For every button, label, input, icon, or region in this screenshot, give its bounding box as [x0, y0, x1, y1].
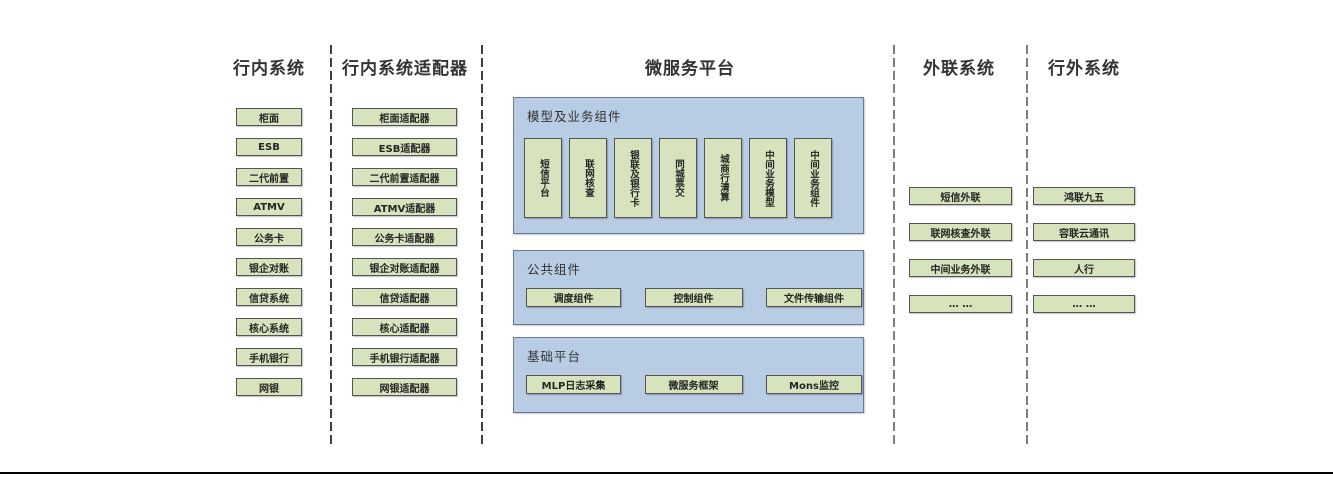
- model-component-box: 同城票交: [659, 138, 697, 218]
- model-component-box: 联网核查: [569, 138, 607, 218]
- outside-system-box: 鸿联九五: [1033, 187, 1135, 205]
- column-divider-3: [893, 45, 895, 445]
- outside-system-box: … …: [1033, 295, 1135, 313]
- header-outside-systems: 行外系统: [1048, 59, 1120, 79]
- base-platform-panel: 基础平台 MLP日志采集 微服务框架 Mons监控: [513, 337, 864, 413]
- outside-system-box: 容联云通讯: [1033, 223, 1135, 241]
- internal-system-box: 手机银行: [236, 348, 302, 366]
- common-component-box: 文件传输组件: [766, 288, 862, 307]
- adapter-box: 银企对账适配器: [352, 258, 457, 276]
- common-component-box: 控制组件: [644, 288, 743, 307]
- external-link-box: 短信外联: [909, 187, 1012, 205]
- internal-system-box: 网银: [236, 378, 302, 396]
- internal-system-box: 信贷系统: [236, 288, 302, 306]
- adapter-box: 公务卡适配器: [352, 228, 457, 246]
- column-divider-2: [481, 45, 483, 445]
- common-components-panel: 公共组件 调度组件 控制组件 文件传输组件: [513, 250, 864, 325]
- adapter-box: ESB适配器: [352, 138, 457, 156]
- model-business-components-panel: 模型及业务组件 短信平台 联网核查 银联及银行卡 同城票交 城商行清算 中间业务…: [513, 97, 864, 234]
- base-platform-box: MLP日志采集: [526, 375, 621, 394]
- model-component-box: 中间业务组件: [794, 138, 832, 218]
- internal-system-box: 银企对账: [236, 258, 302, 276]
- base-platform-row: MLP日志采集 微服务框架 Mons监控: [526, 375, 862, 394]
- base-platform-box: Mons监控: [766, 375, 862, 394]
- internal-adapters-column: 柜面适配器 ESB适配器 二代前置适配器 ATMV适配器 公务卡适配器 银企对账…: [352, 108, 457, 396]
- panel-label: 模型及业务组件: [527, 109, 622, 124]
- internal-systems-column: 柜面 ESB 二代前置 ATMV 公务卡 银企对账 信贷系统 核心系统 手机银行…: [236, 108, 302, 396]
- adapter-box: 核心适配器: [352, 318, 457, 336]
- internal-system-box: 公务卡: [236, 228, 302, 246]
- model-component-box: 银联及银行卡: [614, 138, 652, 218]
- external-link-box: 中间业务外联: [909, 259, 1012, 277]
- model-component-box: 中间业务模型: [749, 138, 787, 218]
- header-microservice-platform: 微服务平台: [645, 59, 735, 79]
- internal-system-box: 二代前置: [236, 168, 302, 186]
- internal-system-box: 柜面: [236, 108, 302, 126]
- bottom-divider-line: [0, 472, 1333, 474]
- base-platform-box: 微服务框架: [644, 375, 743, 394]
- internal-system-box: ESB: [236, 138, 302, 156]
- outside-systems-column: 鸿联九五 容联云通讯 人行 … …: [1033, 187, 1135, 313]
- column-divider-1: [330, 45, 332, 445]
- panel-label: 基础平台: [527, 349, 582, 364]
- adapter-box: 二代前置适配器: [352, 168, 457, 186]
- adapter-box: 柜面适配器: [352, 108, 457, 126]
- adapter-box: 网银适配器: [352, 378, 457, 396]
- column-divider-4: [1026, 45, 1028, 445]
- adapter-box: 信贷适配器: [352, 288, 457, 306]
- internal-system-box: ATMV: [236, 198, 302, 216]
- header-external-link-systems: 外联系统: [923, 59, 995, 79]
- external-link-systems-column: 短信外联 联网核查外联 中间业务外联 … …: [909, 187, 1012, 313]
- model-component-box: 城商行清算: [704, 138, 742, 218]
- header-internal-systems: 行内系统: [233, 59, 305, 79]
- internal-system-box: 核心系统: [236, 318, 302, 336]
- adapter-box: ATMV适配器: [352, 198, 457, 216]
- outside-system-box: 人行: [1033, 259, 1135, 277]
- common-component-box: 调度组件: [526, 288, 621, 307]
- panel-label: 公共组件: [527, 262, 582, 277]
- external-link-box: 联网核查外联: [909, 223, 1012, 241]
- adapter-box: 手机银行适配器: [352, 348, 457, 366]
- model-components-row: 短信平台 联网核查 银联及银行卡 同城票交 城商行清算 中间业务模型 中间业务组…: [524, 138, 832, 218]
- common-components-row: 调度组件 控制组件 文件传输组件: [526, 288, 862, 307]
- external-link-box: … …: [909, 295, 1012, 313]
- header-internal-adapters: 行内系统适配器: [342, 59, 468, 79]
- model-component-box: 短信平台: [524, 138, 562, 218]
